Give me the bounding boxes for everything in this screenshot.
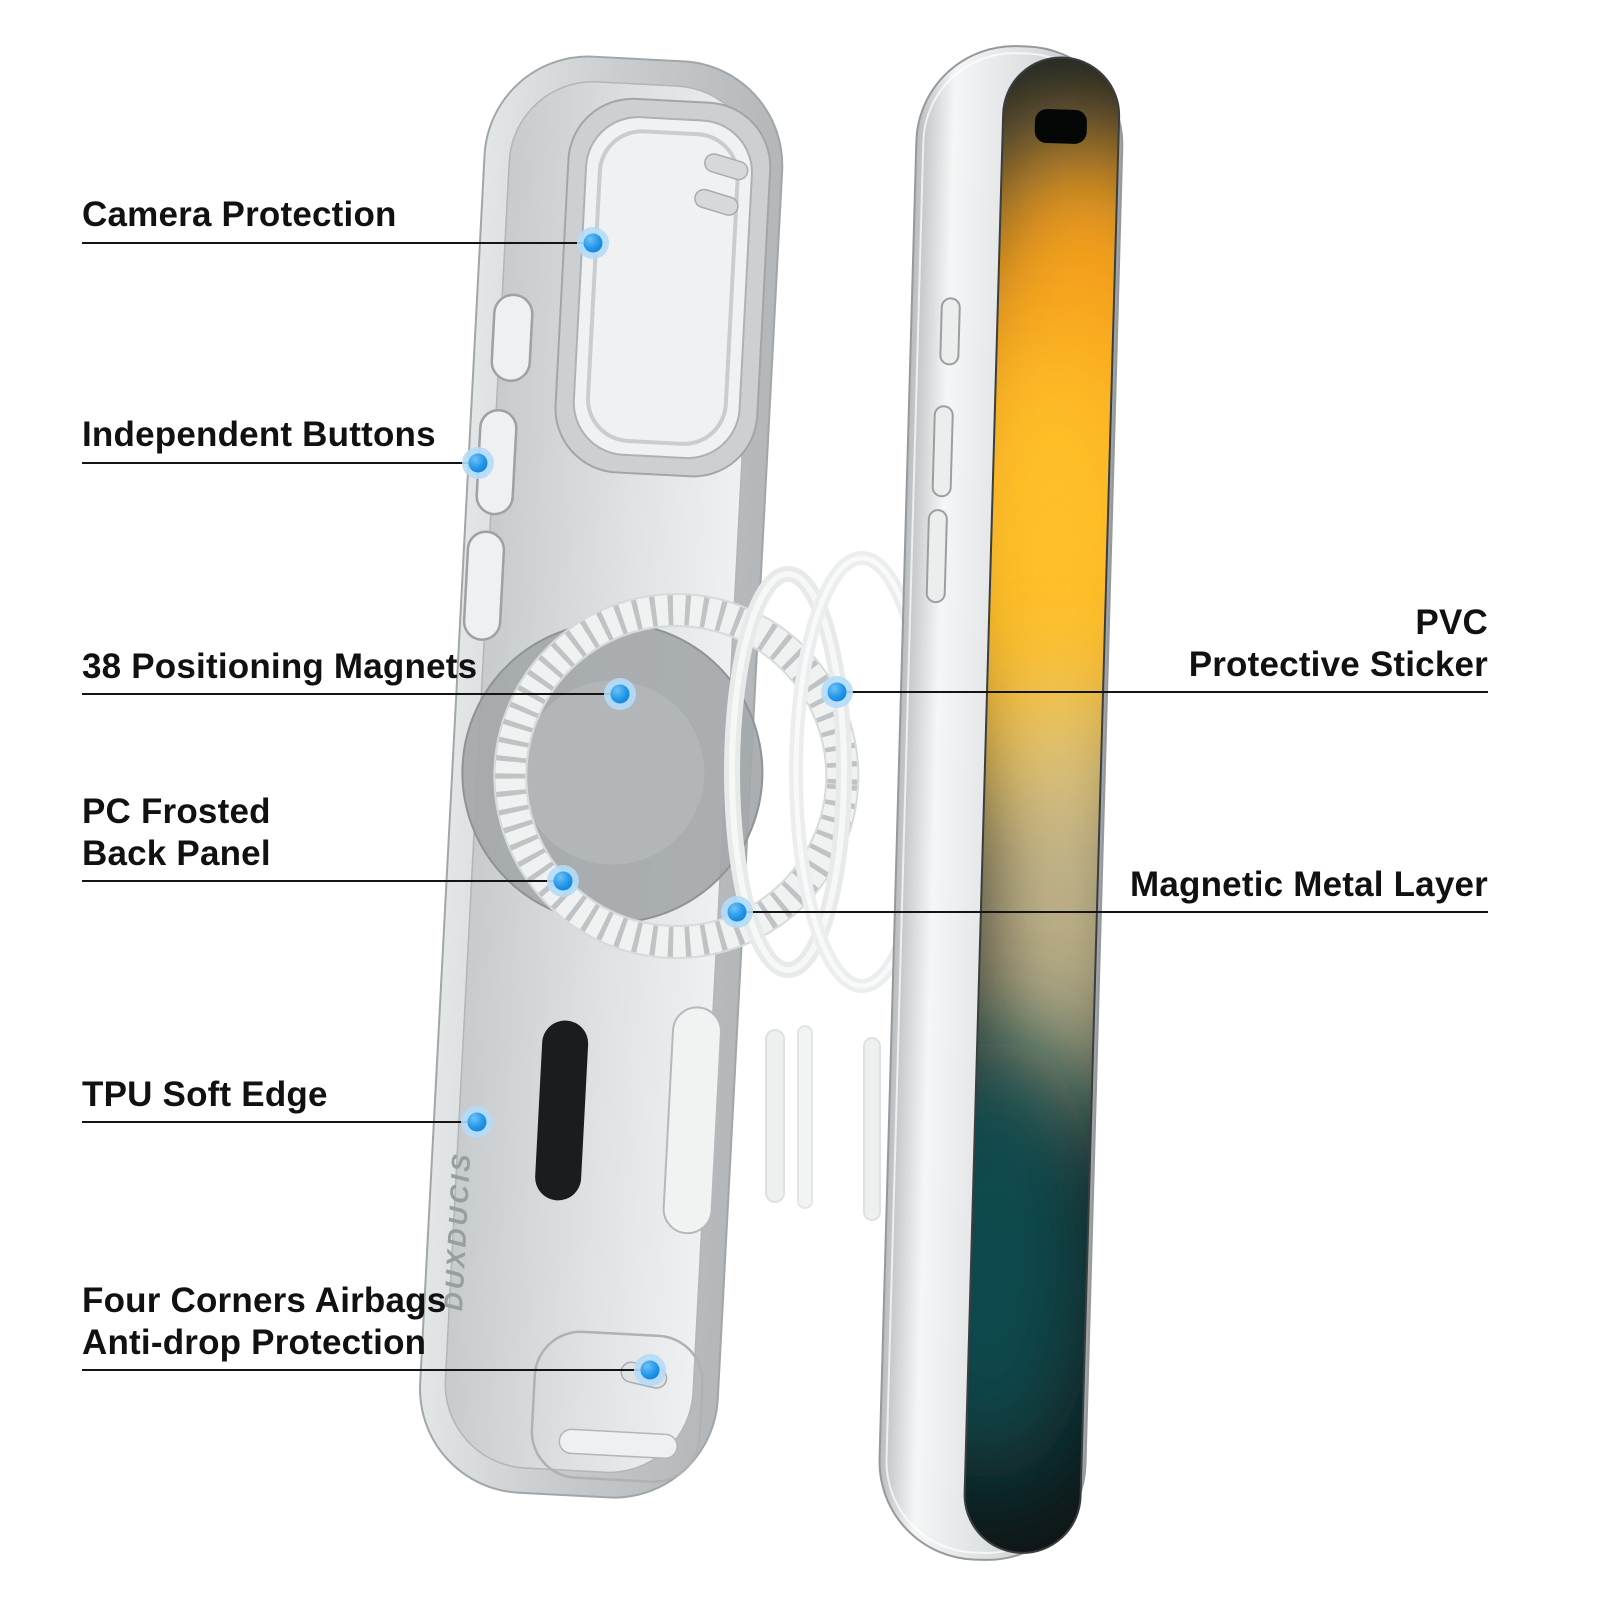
phone-buttons [925,297,961,604]
case-top-pill-cutout [694,188,739,216]
callout-tpu-soft-edge: TPU Soft Edge [82,1074,328,1116]
callout-independent-buttons: Independent Buttons [82,414,436,456]
callout-camera-protection-label: Camera Protection [82,195,397,234]
callout-pc-frosted-back-panel-label: PC Frosted Back Panel [82,792,271,873]
callout-pvc-protective-sticker-label: PVC Protective Sticker [1188,603,1488,684]
case-bottom-tray [530,1330,704,1483]
callout-pvc-dot [821,676,853,708]
phone-side-view [878,45,1124,1561]
callout-buttons-dot [462,447,494,479]
callout-lines [82,242,1488,1371]
callout-magnets-dot [604,678,636,710]
callout-airbags-dot [634,1354,666,1386]
callout-positioning-magnets-label: 38 Positioning Magnets [82,647,478,686]
callout-tpu-soft-edge-label: TPU Soft Edge [82,1075,328,1114]
callout-magnetic-metal-layer: Magnetic Metal Layer [1130,864,1488,906]
case-side-view: DUXDUCIS [419,55,860,1499]
callout-pc-frosted-back-panel: PC Frosted Back Panel [82,791,271,875]
callout-tpu-dot [461,1106,493,1138]
callout-camera-dot [577,227,609,259]
callout-dots [461,227,853,1386]
case-dark-slot [535,1020,589,1201]
case-camera-cutout [554,97,772,478]
dynamic-island [1034,109,1087,144]
magnet-bar [797,1025,813,1209]
phone-screen-bezel [963,56,1121,1554]
callout-positioning-magnets: 38 Positioning Magnets [82,646,477,688]
case-top-pill-cutout [704,153,749,181]
magnet-bar [863,1037,881,1221]
magnet-bar [765,1029,785,1203]
callout-magnetic-metal-layer-label: Magnetic Metal Layer [1130,865,1488,904]
callout-camera-protection: Camera Protection [82,194,397,236]
callout-four-corners-airbags-label: Four Corners Airbags Anti-drop Protectio… [82,1281,447,1362]
callout-magnetic-layer-dot [721,896,753,928]
case-alignment-slot [662,1006,722,1235]
callout-independent-buttons-label: Independent Buttons [82,415,436,454]
callout-pvc-protective-sticker: PVC Protective Sticker [1189,602,1488,686]
callout-four-corners-airbags: Four Corners Airbags Anti-drop Protectio… [82,1280,446,1364]
callout-back-panel-dot [547,865,579,897]
